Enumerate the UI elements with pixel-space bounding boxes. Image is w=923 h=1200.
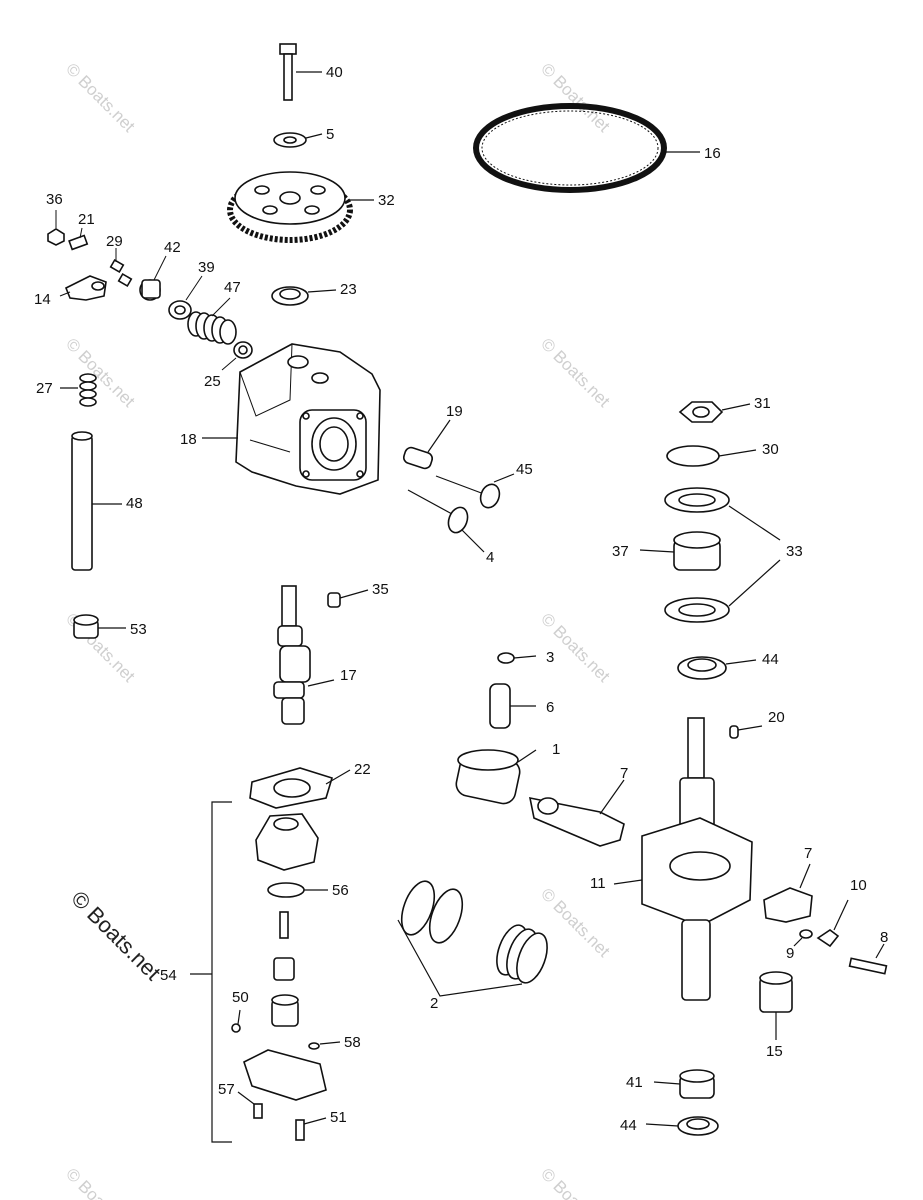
cylinder-head-18	[202, 343, 381, 495]
callout-56: 56	[332, 882, 349, 899]
callout-44-top: 44	[762, 651, 779, 668]
bearings-group	[645, 971, 793, 1136]
callout-50: 50	[232, 989, 249, 1006]
callout-14: 14	[34, 291, 51, 308]
callout-11: 11	[590, 875, 606, 892]
valve-group	[402, 419, 515, 553]
callout-40: 40	[326, 64, 343, 81]
callout-labels: 40 5 16 32 36 21 29 42 39 47 14 23 25 27…	[34, 64, 888, 1134]
crankshaft-11	[613, 717, 763, 1001]
watermark: © Boats.net	[537, 334, 614, 411]
callout-37: 37	[612, 543, 629, 560]
callout-10: 10	[850, 877, 867, 894]
piston-pin-group	[489, 652, 537, 729]
bolt-40	[279, 43, 322, 101]
callout-45: 45	[516, 461, 533, 478]
camshaft-17	[273, 585, 335, 725]
key-35	[327, 589, 369, 608]
callout-22: 22	[354, 761, 371, 778]
callout-17: 17	[340, 667, 357, 684]
callout-41: 41	[626, 1074, 643, 1091]
callout-48: 48	[126, 495, 143, 512]
callout-47: 47	[224, 279, 241, 296]
tube-48	[71, 431, 122, 571]
callout-7-cap: 7	[804, 845, 812, 862]
callout-15: 15	[766, 1043, 783, 1060]
callout-33: 33	[786, 543, 803, 560]
callout-27: 27	[36, 380, 53, 397]
callout-5: 5	[326, 126, 334, 143]
callout-1: 1	[552, 741, 560, 758]
callout-42: 42	[164, 239, 181, 256]
watermark-dark: © Boats.net	[66, 886, 165, 985]
seal-23	[271, 286, 337, 306]
watermark: © Boats.net	[62, 59, 139, 136]
callout-18: 18	[180, 431, 197, 448]
gear-32	[227, 171, 374, 243]
watermark: © Boats.net	[537, 59, 614, 136]
callout-30: 30	[762, 441, 779, 458]
washer-5	[273, 132, 323, 148]
callout-53: 53	[130, 621, 147, 638]
callout-19: 19	[446, 403, 463, 420]
watermark: © Boats.net	[537, 609, 614, 686]
callout-39: 39	[198, 259, 215, 276]
callout-58: 58	[344, 1034, 361, 1051]
callout-44-bottom: 44	[620, 1117, 637, 1134]
callout-20: 20	[768, 709, 785, 726]
piston-rings-2	[397, 880, 548, 997]
callout-29: 29	[106, 233, 123, 250]
callout-2: 2	[430, 995, 438, 1012]
rocker-group	[47, 210, 253, 371]
callout-25: 25	[204, 373, 221, 390]
callout-8: 8	[880, 929, 888, 946]
piston-rod-group	[455, 749, 625, 847]
rod-cap-group	[763, 863, 888, 975]
watermark: © Boats.net	[537, 1164, 614, 1200]
oil-pump-group	[190, 767, 351, 1143]
callout-7-rod: 7	[620, 765, 628, 782]
callout-51: 51	[330, 1109, 347, 1126]
callout-32: 32	[378, 192, 395, 209]
callout-4: 4	[486, 549, 494, 566]
bushing-53	[73, 614, 126, 639]
callout-35: 35	[372, 581, 389, 598]
valve-spring-47	[187, 311, 237, 345]
timing-belt-16	[473, 103, 700, 193]
watermark: © Boats.net	[62, 1164, 139, 1200]
callout-36: 36	[46, 191, 63, 208]
watermark: © Boats.net	[537, 884, 614, 961]
crank-top-stack	[639, 401, 781, 680]
callout-3: 3	[546, 649, 554, 666]
callout-21: 21	[78, 211, 95, 228]
callout-54: 54	[160, 967, 177, 984]
callout-16: 16	[704, 145, 721, 162]
callout-6: 6	[546, 699, 554, 716]
watermark: © Boats.net	[62, 334, 139, 411]
callout-9: 9	[786, 945, 794, 962]
spring-27	[60, 373, 97, 407]
callout-31: 31	[754, 395, 771, 412]
callout-57: 57	[218, 1081, 235, 1098]
callout-23: 23	[340, 281, 357, 298]
